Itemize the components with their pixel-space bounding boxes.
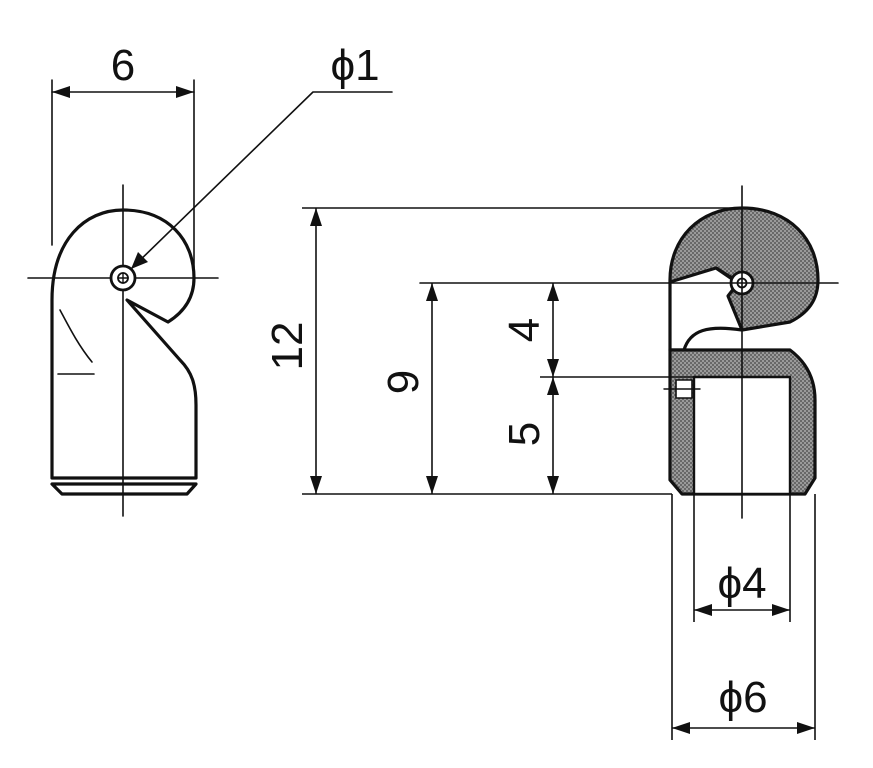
left-width-arrow-right [176, 86, 194, 98]
left-view [27, 79, 393, 517]
arrow-5-top [547, 377, 559, 395]
left-body-outline [50, 208, 198, 480]
left-bottom-chamfer [50, 482, 198, 496]
outer-diameter-label: ϕ6 [718, 673, 767, 722]
arrow-12-top [310, 208, 322, 226]
hole-height-label: 9 [379, 370, 428, 394]
upper-height-label: 4 [500, 318, 549, 342]
hole-leader-line [131, 91, 393, 269]
arrow-phi4-left [694, 604, 712, 616]
lower-height-label: 5 [500, 422, 549, 446]
overall-height-label: 12 [263, 322, 312, 371]
right-dimensions [302, 207, 816, 740]
left-width-label: 6 [111, 41, 135, 90]
right-cap-section [668, 206, 820, 332]
arrow-phi4-right [772, 604, 790, 616]
arrow-9-top [426, 283, 438, 301]
arrow-12-bottom [310, 476, 322, 494]
left-inner-arc [59, 309, 93, 363]
right-view [419, 185, 839, 519]
arrow-phi6-right [797, 722, 815, 734]
arrow-5-bottom [547, 476, 559, 494]
arrow-9-bottom [426, 476, 438, 494]
arrow-4-bottom [547, 359, 559, 377]
arrow-phi6-left [672, 722, 690, 734]
left-width-arrow-left [52, 86, 70, 98]
inner-diameter-label: ϕ4 [717, 559, 766, 608]
hole-leader-arrow [131, 252, 148, 269]
hole-diameter-label: ϕ1 [330, 41, 379, 90]
arrow-4-top [547, 283, 559, 301]
